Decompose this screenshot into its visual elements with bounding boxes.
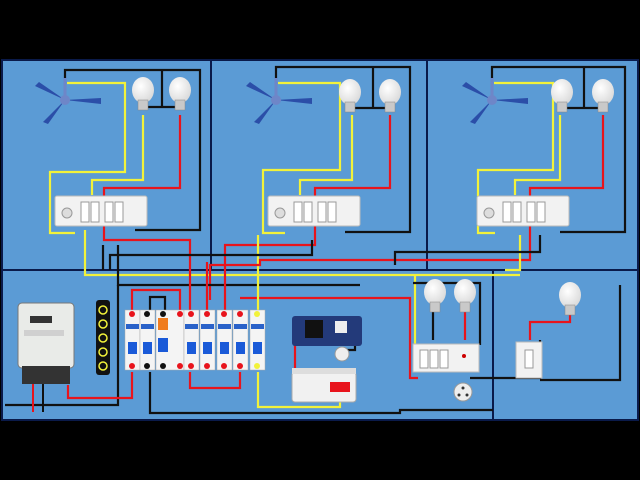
mcb[interactable] bbox=[216, 309, 233, 371]
plug-icon bbox=[453, 382, 473, 402]
inverter bbox=[292, 316, 362, 346]
room-3-wiring bbox=[208, 65, 627, 300]
switchboard[interactable] bbox=[54, 195, 148, 227]
mcb[interactable] bbox=[232, 309, 249, 371]
distribution-wiring bbox=[5, 245, 622, 415]
switchboard[interactable] bbox=[476, 195, 570, 227]
mcb[interactable] bbox=[199, 309, 216, 371]
mcb[interactable] bbox=[249, 309, 266, 371]
mcb[interactable] bbox=[183, 309, 200, 371]
distribution-board bbox=[124, 309, 266, 371]
main-mcb[interactable] bbox=[124, 309, 141, 371]
room-2-wiring bbox=[108, 65, 412, 275]
switchboard[interactable] bbox=[267, 195, 361, 227]
plug-icon bbox=[334, 346, 350, 362]
rccb[interactable] bbox=[155, 309, 185, 371]
switchboard-with-socket[interactable] bbox=[412, 343, 480, 373]
energy-meter bbox=[17, 302, 75, 412]
battery bbox=[291, 368, 357, 403]
neutral-link-bar bbox=[96, 300, 110, 375]
room-walls bbox=[1, 60, 638, 420]
main-mcb[interactable] bbox=[139, 309, 156, 371]
switchboard[interactable] bbox=[515, 341, 543, 379]
